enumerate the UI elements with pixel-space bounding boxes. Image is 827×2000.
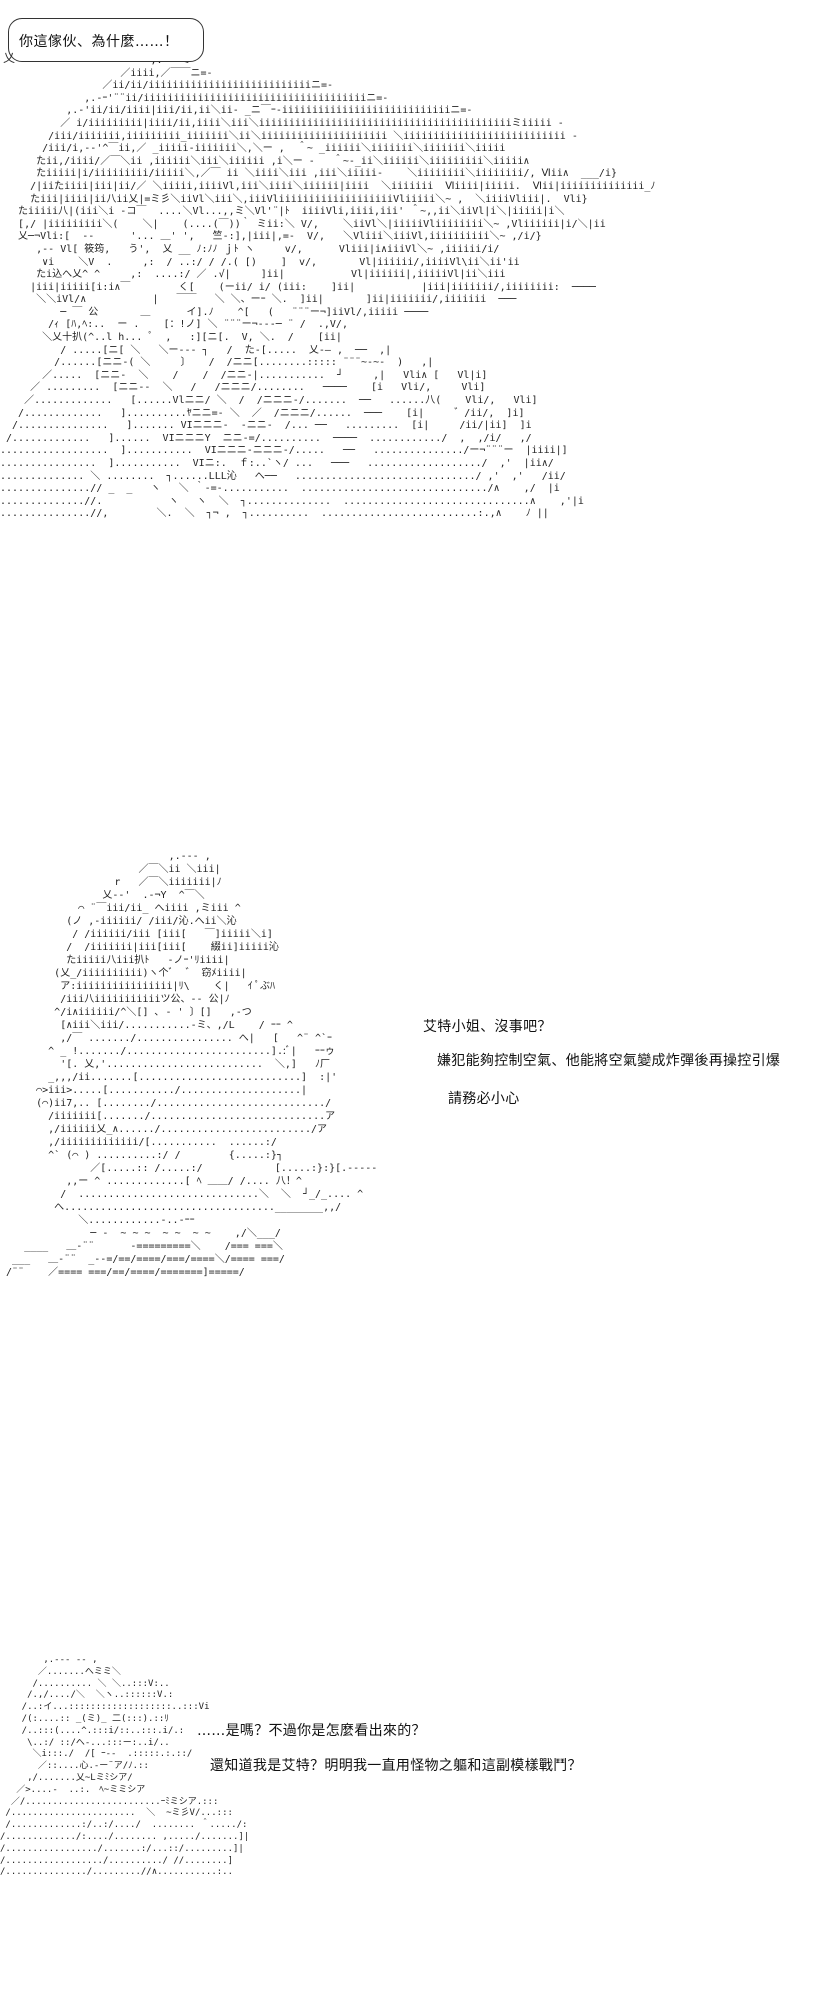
dialogue-line-5: 還知道我是艾特？明明我一直用怪物之軀和這副模樣戰鬥？: [210, 1758, 582, 1774]
dialogue-line-1: 艾特小姐、沒事吧？: [423, 1019, 552, 1035]
panel-3-ascii-art: ,.-‐- ‐- , ／.......へミミ＼ /.......... ＼ ＼.…: [0, 1655, 250, 1910]
speech-bubble: 乂 你這傢伙、為什麼……！: [3, 18, 204, 65]
panel-1-ascii-art: ,.-─ ミ ／iiii,／￣￣ニ=- ／ii/ii/iiiiiiiiiiiii…: [0, 55, 690, 695]
speech-bubble-text: 你這傢伙、為什麼……！: [19, 34, 179, 50]
speech-bubble-tail: 乂: [3, 51, 16, 65]
dialogue-line-4: ……是嗎？不過你是怎麼看出來的？: [197, 1723, 426, 1739]
panel-2-art-text: ,.-‐- , ／￣＼ii ＼iii| r ／￣＼iiiiiii|ﾉ 乂-‐' …: [6, 851, 378, 1278]
dialogue-line-3: 請務必小心: [448, 1091, 520, 1107]
dialogue-line-2: 嫌犯能夠控制空氣、他能將空氣變成炸彈後再操控引爆: [437, 1053, 781, 1069]
panel-1-art-text: ,.-─ ミ ／iiii,／￣￣ニ=- ／ii/ii/iiiiiiiiiiiii…: [0, 55, 656, 520]
panel-3-art-text: ,.-‐- ‐- , ／.......へミミ＼ /.......... ＼ ＼.…: [0, 1655, 250, 1878]
panel-2-ascii-art: ,.-‐- , ／￣＼ii ＼iii| r ／￣＼iiiiiii|ﾉ 乂-‐' …: [0, 850, 440, 1470]
